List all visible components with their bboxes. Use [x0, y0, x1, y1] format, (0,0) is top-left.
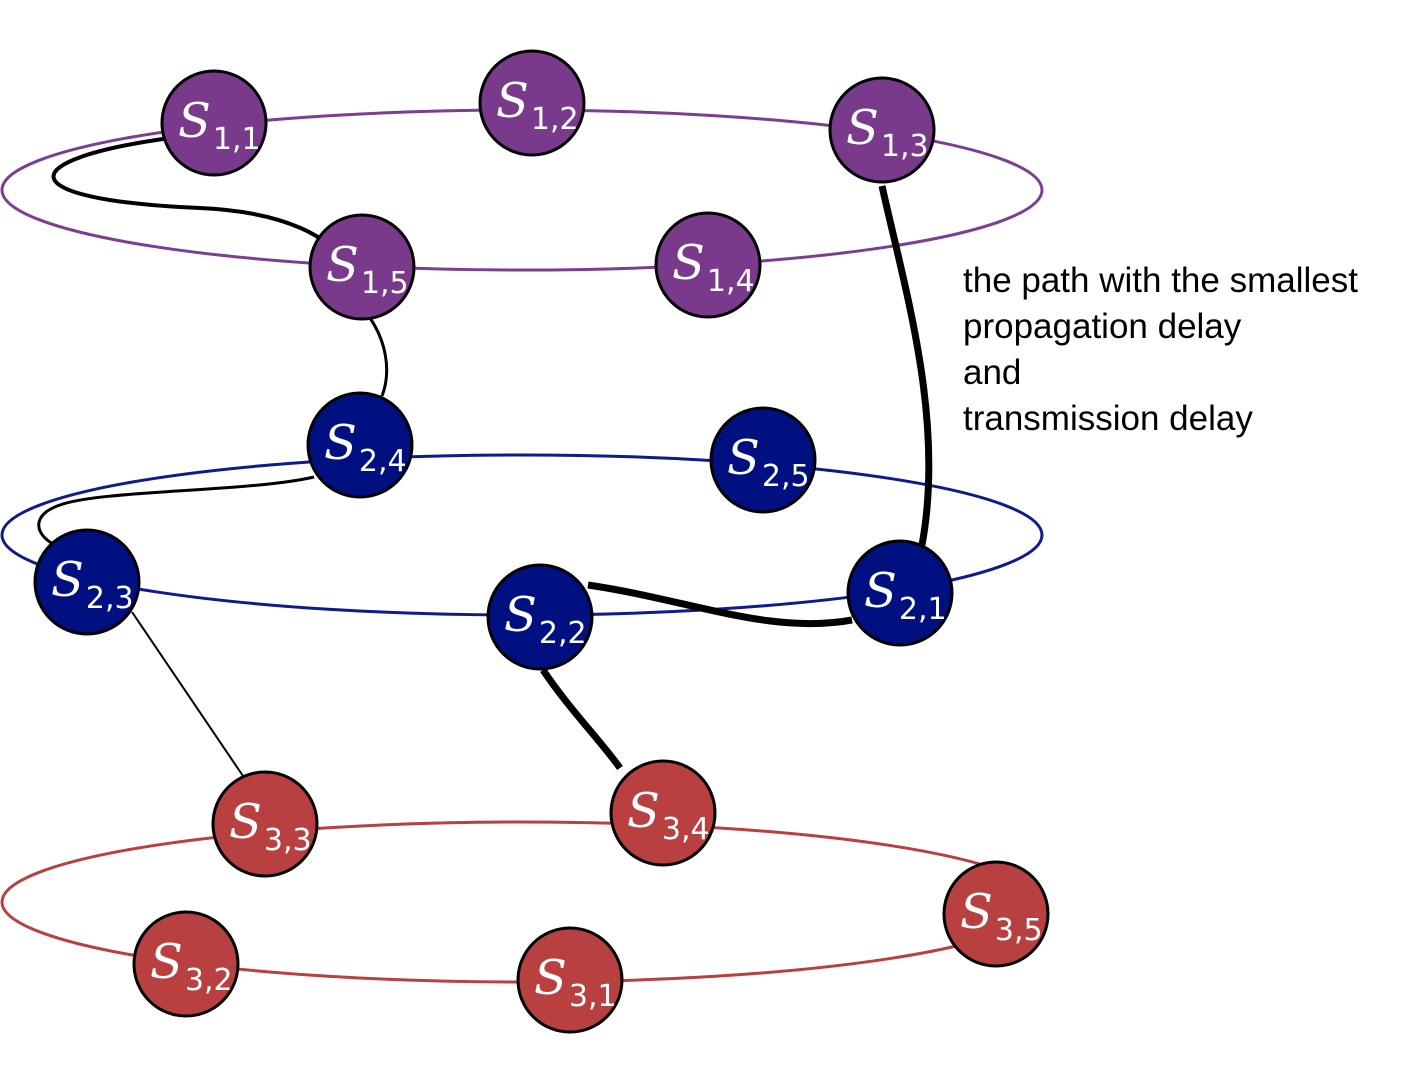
caption-line-1: the path with the smallest [963, 261, 1358, 300]
node-label: S2,5 [727, 430, 810, 494]
node-circle [486, 563, 594, 671]
node-label: S3,5 [960, 884, 1043, 948]
node-circle [33, 528, 141, 636]
path-caption: the path with the smallest propagation d… [963, 258, 1358, 442]
node-s11[interactable]: S1,1 [160, 69, 268, 177]
node-label: S2,3 [51, 552, 134, 616]
node-label: S2,4 [324, 415, 407, 479]
node-s13[interactable]: S1,3 [828, 76, 936, 184]
node-s33[interactable]: S3,3 [211, 770, 319, 878]
node-s35[interactable]: S3,5 [942, 860, 1050, 968]
node-circle [308, 213, 416, 321]
node-circle [654, 211, 762, 319]
node-circle [478, 49, 586, 157]
link-s15-s24 [368, 317, 389, 397]
node-s32[interactable]: S3,2 [132, 910, 240, 1018]
node-label: S1,3 [846, 100, 929, 164]
node-label: S3,3 [229, 794, 312, 858]
node-s31[interactable]: S3,1 [516, 926, 624, 1034]
node-circle [828, 76, 936, 184]
link-s23-s33 [131, 611, 244, 777]
nodes: S1,1 S1,2 S1,3 S1,4 S1,5 S2,1 S2,2 S2, [33, 49, 1050, 1034]
node-s34[interactable]: S3,4 [609, 759, 717, 867]
node-circle [942, 860, 1050, 968]
caption-line-3: and [963, 353, 1022, 392]
links [37, 136, 933, 777]
node-s23[interactable]: S2,3 [33, 528, 141, 636]
node-s12[interactable]: S1,2 [478, 49, 586, 157]
caption-line-4: transmission delay [963, 399, 1253, 438]
node-circle [160, 69, 268, 177]
node-s15[interactable]: S1,5 [308, 213, 416, 321]
node-label: S2,2 [504, 587, 587, 651]
node-label: S1,4 [672, 235, 755, 299]
node-circle [709, 406, 817, 514]
node-label: S3,2 [150, 934, 233, 998]
node-s22[interactable]: S2,2 [486, 563, 594, 671]
node-label: S2,1 [864, 563, 947, 627]
link-s11-s15 [51, 136, 342, 260]
node-circle [609, 759, 717, 867]
node-label: S3,4 [627, 783, 710, 847]
link-s24-s23 [37, 475, 315, 547]
node-circle [846, 539, 954, 647]
node-circle [132, 910, 240, 1018]
node-s24[interactable]: S2,4 [306, 391, 414, 499]
link-s22-s34 [540, 668, 623, 771]
node-s21[interactable]: S2,1 [846, 539, 954, 647]
caption-line-2: propagation delay [963, 307, 1242, 346]
node-label: S3,1 [534, 950, 617, 1014]
node-label: S1,2 [496, 73, 579, 137]
node-s25[interactable]: S2,5 [709, 406, 817, 514]
node-s14[interactable]: S1,4 [654, 211, 762, 319]
node-circle [516, 926, 624, 1034]
node-circle [306, 391, 414, 499]
node-circle [211, 770, 319, 878]
node-label: S1,1 [178, 93, 261, 157]
node-label: S1,5 [326, 237, 409, 301]
link-s13-s21 [878, 185, 933, 546]
link-s21-s22 [587, 581, 853, 628]
